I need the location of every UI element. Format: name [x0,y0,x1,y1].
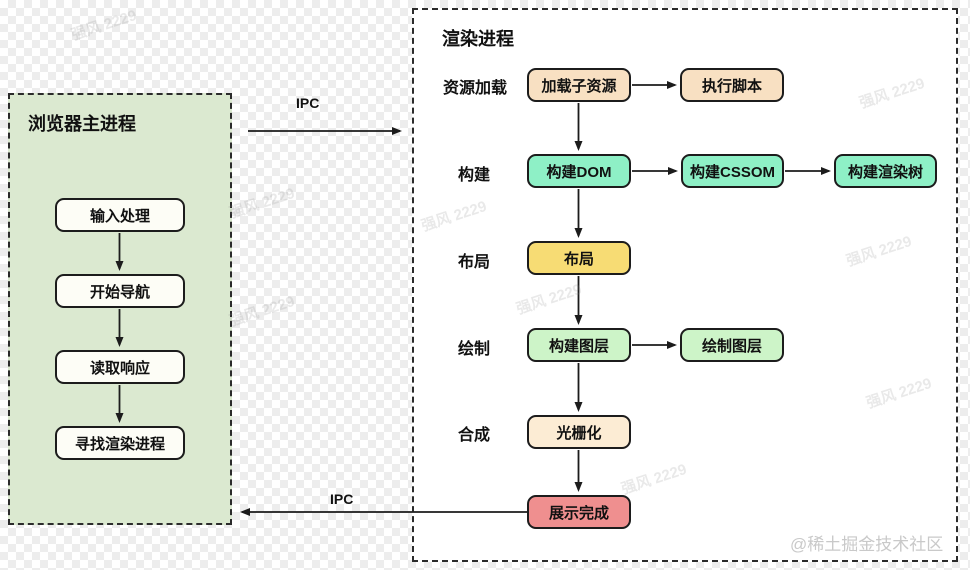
node-paint-layers: 绘制图层 [680,328,784,362]
node-label: 构建图层 [548,337,609,355]
watermark: 强风 2229 [227,292,297,330]
stage-label-paint: 绘制 [458,341,491,358]
node-label: 执行脚本 [701,77,762,95]
node-label: 加载子资源 [541,77,617,95]
stage-label-layout: 布局 [458,254,491,271]
node-execute-script: 执行脚本 [680,68,784,102]
node-read-response: 读取响应 [55,350,185,384]
node-label: 读取响应 [89,359,150,377]
node-build-dom: 构建DOM [527,154,631,188]
node-label: 布局 [563,250,594,268]
stage-label-build: 构建 [458,167,491,184]
node-load-subresources: 加载子资源 [527,68,631,102]
node-label: 构建CSSOM [689,163,775,181]
node-label: 输入处理 [89,207,150,225]
node-rasterize: 光栅化 [527,415,631,449]
ipc-top-label: IPC [296,95,320,111]
node-layout: 布局 [527,241,631,275]
browser-main-process-panel [8,93,232,525]
stage-label-resource-loading: 资源加载 [443,80,508,97]
node-label: 展示完成 [548,504,609,522]
main-process-title: 浏览器主进程 [28,114,136,134]
node-build-render-tree: 构建渲染树 [834,154,937,188]
node-label: 光栅化 [556,424,602,442]
ipc-bottom-label: IPC [330,491,354,507]
node-build-cssom: 构建CSSOM [681,154,784,188]
node-start-navigation: 开始导航 [55,274,185,308]
render-process-title: 渲染进程 [442,29,514,49]
node-build-layers: 构建图层 [527,328,631,362]
watermark: 强风 2229 [69,6,139,44]
node-label: 开始导航 [89,283,150,301]
node-find-render-process: 寻找渲染进程 [55,426,185,460]
community-credit: @稀土掘金技术社区 [790,535,944,554]
watermark: 强风 2229 [227,184,297,222]
stage-label-composite: 合成 [458,427,491,444]
node-label: 绘制图层 [701,337,762,355]
node-display-complete: 展示完成 [527,495,631,529]
node-label: 构建渲染树 [847,163,923,181]
node-label: 寻找渲染进程 [74,435,165,453]
node-input-handling: 输入处理 [55,198,185,232]
node-label: 构建DOM [546,163,612,181]
